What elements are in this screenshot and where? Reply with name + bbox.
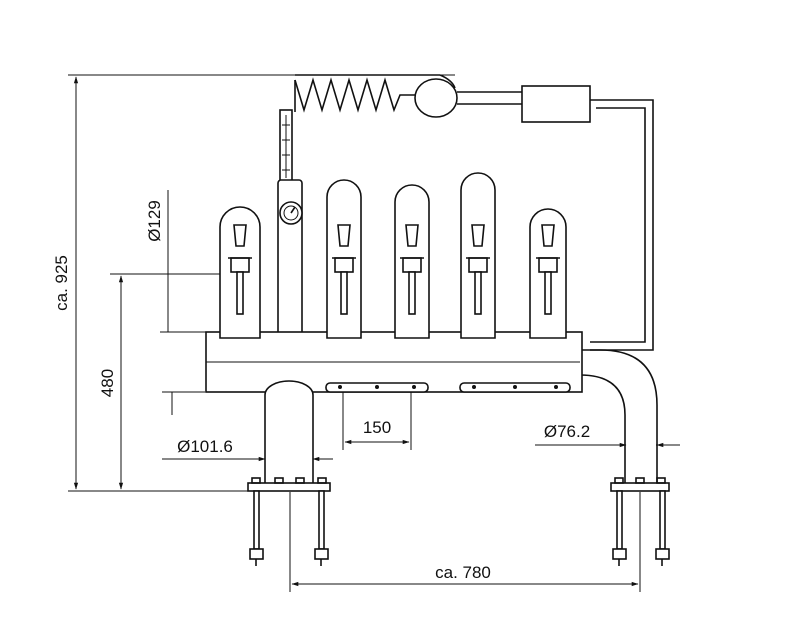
total-height-label: ca. 925 (52, 255, 71, 311)
base-height-label: 480 (98, 369, 117, 397)
pressure-gauge (279, 201, 303, 225)
return-tube (579, 99, 658, 485)
right-base-plate (610, 477, 670, 566)
thermometer (279, 109, 293, 183)
drip-rails (325, 382, 571, 393)
expansion-bulb (414, 78, 458, 118)
tap-handles (228, 224, 560, 315)
inline-filter (521, 85, 591, 123)
left-column-diameter-label: Ø101.6 (177, 437, 233, 456)
cooling-coil (294, 74, 456, 113)
left-support-column (264, 380, 314, 486)
lamp-diameter-label: Ø129 (145, 200, 164, 242)
bulb-connector-pipe (457, 91, 522, 105)
right-pipe-diameter-label: Ø76.2 (544, 422, 590, 441)
tap-housings (219, 172, 567, 339)
left-base-plate (247, 477, 331, 566)
lamp-spacing-label: 150 (363, 418, 391, 437)
total-width-label: ca. 780 (435, 563, 491, 582)
